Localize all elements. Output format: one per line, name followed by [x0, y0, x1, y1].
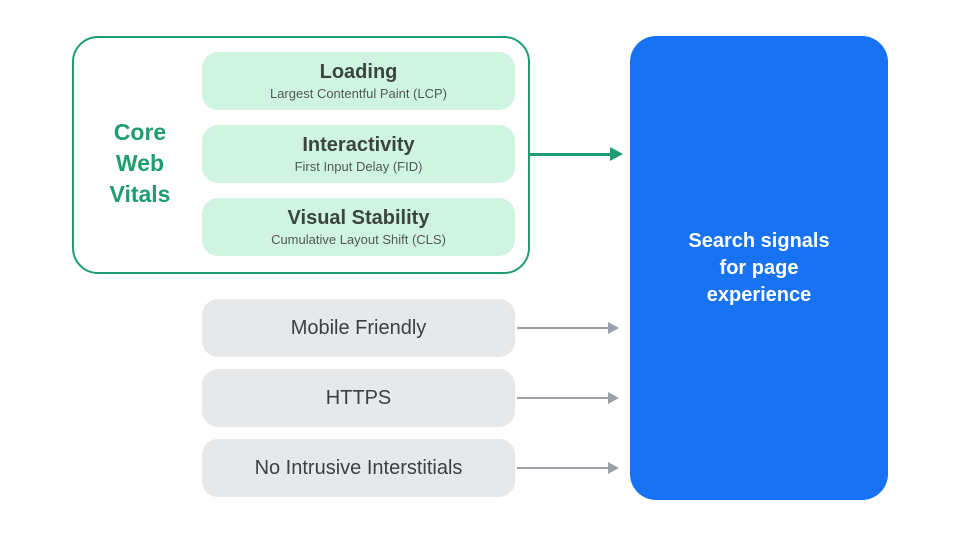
pill-no-intrusive-interstitials: No Intrusive Interstitials: [202, 439, 515, 497]
pill-loading: Loading Largest Contentful Paint (LCP): [202, 52, 515, 110]
pill-interactivity: Interactivity First Input Delay (FID): [202, 125, 515, 183]
arrow-head-icon: [610, 147, 623, 161]
search-signals-box: Search signals for page experience: [630, 36, 888, 500]
pill-mobile-friendly: Mobile Friendly: [202, 299, 515, 357]
arrow-line: [530, 153, 611, 156]
pill-loading-subtitle: Largest Contentful Paint (LCP): [269, 86, 448, 101]
arrow-line: [517, 467, 609, 469]
arrow-head-icon: [608, 392, 619, 404]
arrow-line: [517, 327, 609, 329]
pill-interactivity-title: Interactivity: [302, 134, 415, 156]
pill-mobile-friendly-label: Mobile Friendly: [290, 317, 427, 339]
core-web-vitals-label: Core Web Vitals: [109, 119, 171, 207]
search-signals-label: Search signals for page experience: [688, 229, 830, 306]
pill-https: HTTPS: [202, 369, 515, 427]
pill-no-intrusive-interstitials-label: No Intrusive Interstitials: [254, 457, 463, 479]
pill-https-label: HTTPS: [325, 387, 392, 409]
pill-interactivity-subtitle: First Input Delay (FID): [294, 159, 423, 174]
pill-loading-title: Loading: [319, 61, 398, 83]
arrow-line: [517, 397, 609, 399]
pill-visual-stability: Visual Stability Cumulative Layout Shift…: [202, 198, 515, 256]
arrow-head-icon: [608, 322, 619, 334]
pill-visual-stability-subtitle: Cumulative Layout Shift (CLS): [271, 232, 446, 247]
pill-visual-stability-title: Visual Stability: [287, 207, 430, 229]
arrow-head-icon: [608, 462, 619, 474]
